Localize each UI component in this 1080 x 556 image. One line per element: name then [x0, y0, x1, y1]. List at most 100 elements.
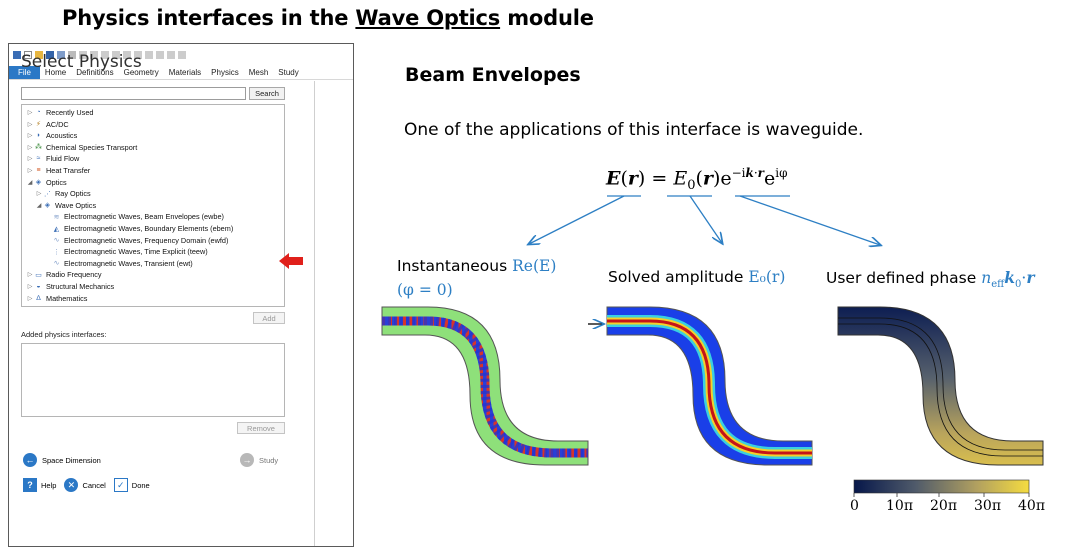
title-prefix: Physics interfaces in the [62, 6, 356, 30]
expand-arrow-icon[interactable]: ▷ [27, 295, 33, 302]
colorbar-tick: 10π [886, 498, 914, 514]
expand-arrow-icon[interactable]: ▷ [27, 272, 33, 279]
tree-item-label: Electromagnetic Waves, Time Explicit (te… [64, 247, 208, 257]
tree-item-label: Radio Frequency [46, 270, 102, 280]
expand-arrow-icon[interactable]: ▷ [27, 144, 33, 151]
tab-geometry[interactable]: Geometry [123, 68, 159, 77]
tree-item[interactable]: ▷◒Structural Mechanics [26, 281, 114, 292]
copy-icon[interactable] [101, 51, 109, 59]
tree-item[interactable]: ▷⚡ AC/DC [26, 119, 69, 130]
tab-physics[interactable]: Physics [211, 68, 239, 77]
tab-home[interactable]: Home [44, 68, 67, 77]
tree-item[interactable]: ◢◈Optics [26, 177, 67, 188]
tree-item-label: Fluid Flow [46, 154, 80, 164]
acdc-icon: ⚡ [36, 121, 41, 129]
tree-item-label: Ray Optics [55, 189, 91, 199]
tree-item[interactable]: ▷≡ Heat Transfer [26, 165, 91, 176]
help-label[interactable]: Help [41, 480, 57, 490]
run-icon[interactable] [68, 51, 76, 59]
add-button[interactable]: Add [253, 312, 285, 324]
expand-arrow-icon[interactable]: ◢ [36, 202, 42, 209]
tree-item[interactable]: ▷≈Fluid Flow [26, 153, 80, 164]
expand-arrow-icon[interactable]: ◢ [27, 179, 33, 186]
save-icon[interactable] [46, 51, 54, 59]
tree-item-label: Acoustics [46, 131, 78, 141]
undo-icon[interactable] [79, 51, 87, 59]
tree-item[interactable]: ◢◈Wave Optics [35, 200, 96, 211]
tree-item[interactable]: ⋮Electromagnetic Waves, Time Explicit (t… [44, 246, 208, 257]
help-icon[interactable]: ? [23, 478, 37, 492]
tree-item-label: Electromagnetic Waves, Frequency Domain … [64, 235, 229, 245]
new-icon[interactable] [24, 51, 32, 59]
tree-item[interactable]: ∿Electromagnetic Waves, Frequency Domain… [44, 235, 229, 246]
tree-item[interactable]: ∿Electromagnetic Waves, Transient (ewt) [44, 258, 193, 269]
cancel-icon[interactable]: ✕ [64, 478, 79, 492]
phase-plot [837, 306, 1044, 466]
heat-icon: ≡ [36, 167, 41, 174]
tree-item-label: Heat Transfer [46, 166, 91, 175]
expand-arrow-icon[interactable]: ▷ [27, 284, 33, 290]
section-heading: Beam Envelopes [405, 64, 581, 86]
expand-arrow-icon[interactable]: ▷ [27, 121, 33, 128]
tree-item[interactable]: ▷⁂Chemical Species Transport [26, 142, 138, 153]
tab-materials[interactable]: Materials [168, 68, 202, 77]
paste-icon[interactable] [112, 51, 120, 59]
tab-study[interactable]: Study [278, 68, 299, 77]
study-button[interactable]: → Study [240, 453, 278, 467]
acoustics-icon: ◗ [36, 132, 41, 140]
instantaneous-label: Instantaneous Re(E) [397, 257, 557, 275]
arrow-right-icon: → [240, 453, 254, 467]
cancel-label[interactable]: Cancel [82, 480, 106, 490]
save-as-icon[interactable] [57, 51, 65, 59]
tab-mesh[interactable]: Mesh [248, 68, 269, 77]
search-button[interactable]: Search [249, 87, 285, 100]
tree-item[interactable]: ▷∆Mathematics [26, 293, 88, 304]
radio-frequency-icon: ▭ [35, 271, 42, 279]
tree-item[interactable]: ▷◔Recently Used [26, 107, 94, 118]
expand-arrow-icon[interactable]: ▷ [36, 191, 42, 198]
ray-optics-icon: ⋰ [44, 190, 51, 198]
tree-item-label: Recently Used [46, 108, 94, 117]
side-panel [314, 81, 353, 546]
done-icon[interactable]: ✓ [113, 478, 128, 492]
tab-definitions[interactable]: Definitions [76, 68, 114, 77]
added-interfaces-list[interactable] [21, 343, 285, 417]
expand-arrow-icon[interactable]: ▷ [27, 133, 33, 140]
phi-zero-label: (φ = 0) [397, 281, 453, 299]
delete-icon[interactable] [134, 51, 142, 59]
tree-item-label: Electromagnetic Waves, Boundary Elements… [64, 224, 234, 233]
duplicate-icon[interactable] [123, 51, 131, 59]
search-input[interactable] [21, 87, 246, 100]
physics-tree[interactable]: ▷◔Recently Used▷⚡AC/DC▷◗Acoustics▷⁂Chemi… [21, 104, 285, 307]
tree-item[interactable]: ≋Electromagnetic Waves, Beam Envelopes (… [44, 211, 224, 222]
tree-item-label: Mathematics [46, 293, 88, 303]
tree-item[interactable]: ▷◗ Acoustics [26, 130, 78, 141]
tree-item[interactable]: ▷▭ Radio Frequency [26, 269, 102, 280]
app-icon[interactable] [13, 51, 21, 59]
colorbar-tick: 40π [1018, 498, 1046, 514]
re-e-symbol: Re(E) [512, 257, 557, 275]
section-subtext: One of the applications of this interfac… [404, 120, 864, 140]
expand-arrow-icon[interactable]: ▷ [27, 110, 33, 116]
redo-icon[interactable] [90, 51, 98, 59]
tree-item-label: Electromagnetic Waves, Transient (ewt) [64, 258, 193, 268]
customize-icon[interactable] [178, 51, 186, 59]
arrow-left-icon: ← [23, 453, 37, 467]
beam-envelopes-icon: ≋ [53, 213, 60, 221]
window-icon[interactable] [145, 51, 153, 59]
tree-item[interactable]: ▷⋰ Ray Optics [35, 188, 91, 199]
space-dimension-button[interactable]: ← Space Dimension [23, 453, 101, 467]
tree-item[interactable]: ◭Electromagnetic Waves, Boundary Element… [44, 223, 233, 234]
expand-arrow-icon[interactable]: ▷ [27, 156, 33, 163]
expand-arrow-icon[interactable]: ▷ [27, 168, 33, 174]
remove-button[interactable]: Remove [237, 422, 285, 434]
open-icon[interactable] [35, 51, 43, 59]
layout-icon[interactable] [156, 51, 164, 59]
tab-file[interactable]: File [9, 66, 40, 79]
tree-item-label: AC/DC [46, 119, 69, 129]
optics-icon: ◈ [35, 179, 42, 187]
done-label[interactable]: Done [131, 480, 150, 490]
ribbon-tabs: File Home Definitions Geometry Materials… [9, 66, 353, 80]
zoom-icon[interactable] [167, 51, 175, 59]
